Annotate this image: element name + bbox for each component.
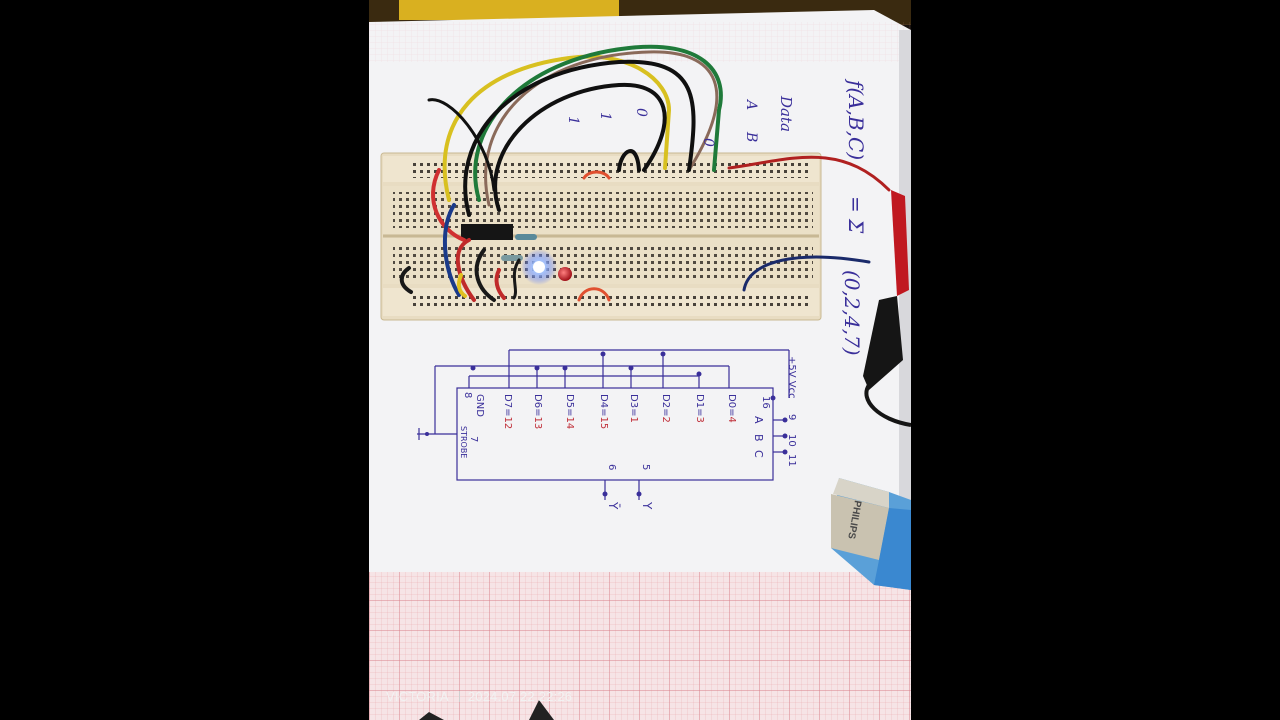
battery: PHILIPS <box>831 478 911 590</box>
data-pin-d6: D6=13 <box>532 394 543 429</box>
data-pin-d3: D3=1 <box>628 394 639 423</box>
data-pin-d1: D1=3 <box>694 394 705 423</box>
data-value-3: 1 <box>565 116 581 125</box>
data-pin-d4: D4=15 <box>598 394 609 429</box>
input-letter-b: B <box>743 131 759 142</box>
output-label-ybar: Ȳ <box>606 501 620 510</box>
watermark-divider <box>458 691 460 702</box>
select-label-c: C <box>752 450 765 458</box>
data-pin-d7: D7=12 <box>502 394 513 429</box>
mux-schematic: +5V Vcc 8 16 GND 7 STROBE A B C 9 10 11 … <box>417 349 797 510</box>
supply-label: +5V Vcc <box>786 356 797 399</box>
pin-16: 16 <box>760 396 771 409</box>
function-line-2: = Σ <box>844 196 868 234</box>
function-line-3: (0,2,4,7) <box>840 270 864 356</box>
strobe-label: STROBE <box>459 426 468 458</box>
data-value-4: 0 <box>700 138 716 147</box>
black-clip <box>863 296 903 390</box>
red-clip <box>891 190 909 296</box>
data-value-2: 1 <box>597 112 613 121</box>
breadboard-photo: f(A,B,C) = Σ (0,2,4,7) Data A B 0 1 1 0 <box>369 0 911 720</box>
pin-8: 8 <box>462 392 473 398</box>
data-pin-d5: D5=14 <box>564 394 575 429</box>
output-pin-5: 5 <box>640 464 651 470</box>
strobe-pin: 7 <box>468 436 479 442</box>
function-line-1: f(A,B,C) <box>844 78 868 160</box>
red-led <box>558 267 572 281</box>
output-label-y: Y <box>640 501 654 510</box>
output-pin-6: 6 <box>606 464 617 470</box>
watermark-brand: VICTORIA <box>386 689 449 704</box>
data-pin-d0: D0=4 <box>726 394 737 423</box>
data-value-1: 0 <box>633 108 649 117</box>
select-pin-11: 11 <box>786 454 797 467</box>
watermark-timestamp: 2024.07.22 22:26 <box>467 689 573 704</box>
select-pin-10: 10 <box>786 434 797 447</box>
gnd-label: GND <box>474 394 485 417</box>
data-pin-d2: D2=2 <box>660 394 671 423</box>
mux-ic <box>461 224 513 240</box>
select-label-a: A <box>752 416 765 424</box>
select-pin-9: 9 <box>786 414 797 420</box>
data-header: Data <box>777 95 795 132</box>
select-label-b: B <box>752 434 765 442</box>
jumper-wires <box>399 44 891 302</box>
photo-frame: f(A,B,C) = Σ (0,2,4,7) Data A B 0 1 1 0 <box>369 0 911 720</box>
camera-watermark: VICTORIA 2024.07.22 22:26 <box>386 689 572 704</box>
input-letter-a: A <box>743 98 759 110</box>
